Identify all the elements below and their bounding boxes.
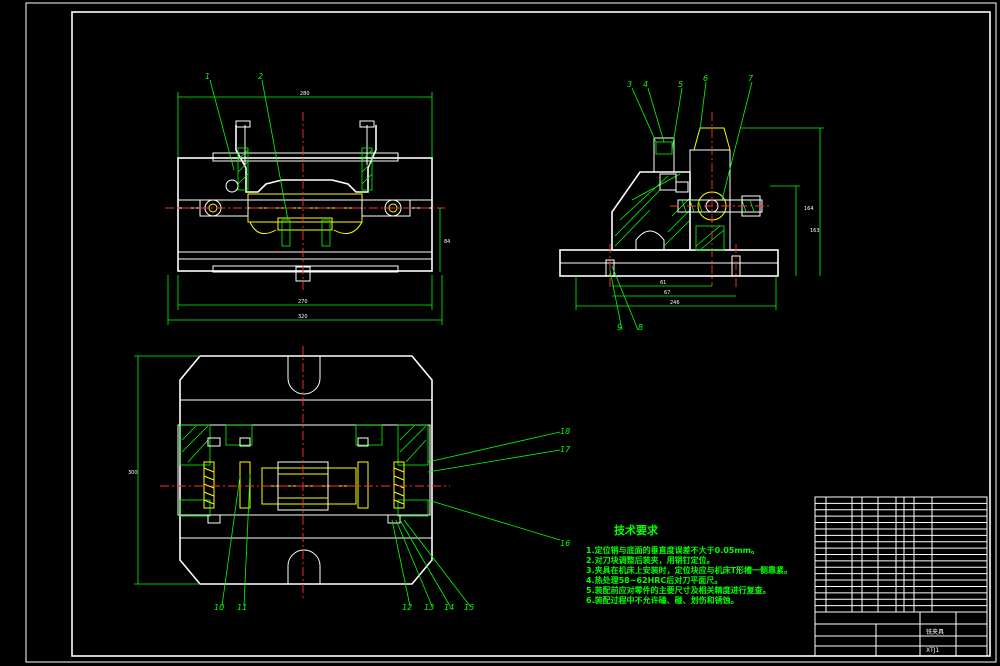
side-dim-67: 67 [664,290,670,296]
title-code: XTJ1 [926,647,939,654]
front-dim-bottom: 320 [298,314,308,320]
callout-4: 4 [643,80,648,89]
side-dim-h2: 163 [810,228,820,234]
technical-requirements: 技术要求 1.定位销与底面的垂直度误差不大于0.05mm。 2.对刀块调整后装夹… [586,523,792,605]
callout-3: 3 [627,80,632,89]
requirement-5: 5.装配前应对零件的主要尺寸及相关精度进行复查。 [586,585,771,595]
callout-15: 15 [464,603,474,612]
callout-5: 5 [678,80,683,89]
callout-17: 17 [560,445,571,454]
front-dim-right: 84 [444,239,450,245]
front-dim-top: 280 [300,91,310,97]
title-name: 铣夹具 [926,628,944,636]
side-dim-h1: 164 [804,206,814,212]
callout-10: 10 [214,603,224,612]
requirement-6: 6.装配过程中不允许磕、碰、划伤和锈蚀。 [586,595,739,605]
title-block: 铣夹具 XTJ1 [814,611,988,657]
callout-2: 2 [258,72,263,81]
requirements-heading: 技术要求 [614,523,659,537]
callout-9: 9 [617,323,622,332]
side-view: 164 163 61 67 246 3 4 5 6 7 8 9 [559,74,824,332]
side-dim-246: 246 [670,300,680,306]
side-dim-61: 61 [660,280,666,286]
callout-6: 6 [703,74,708,83]
requirement-3: 3.夹具在机床上安装时，定位块应与机床T形槽一侧靠紧。 [586,565,792,575]
requirement-4: 4.热处理58~62HRC后对刀平面尺。 [586,575,722,585]
callout-11: 11 [237,603,247,612]
callout-16: 16 [560,539,570,548]
requirement-2: 2.对刀块调整后装夹，用销钉定位。 [586,555,715,565]
callout-14: 14 [444,603,454,612]
callout-1: 1 [205,72,210,81]
callout-12: 12 [402,603,412,612]
front-view: 280 [165,72,450,325]
callout-8: 8 [638,323,643,332]
drawing-border [25,2,997,663]
plan-dim-left: 300 [128,470,138,476]
callout-13: 13 [424,603,434,612]
callout-7: 7 [748,74,754,83]
callout-18: 18 [560,427,570,436]
parts-list [814,496,988,613]
front-dim-mid: 270 [298,299,308,305]
requirement-1: 1.定位销与底面的垂直度误差不大于0.05mm。 [586,545,759,555]
plan-view: 300 10 11 12 13 14 15 16 17 18 [128,346,571,612]
